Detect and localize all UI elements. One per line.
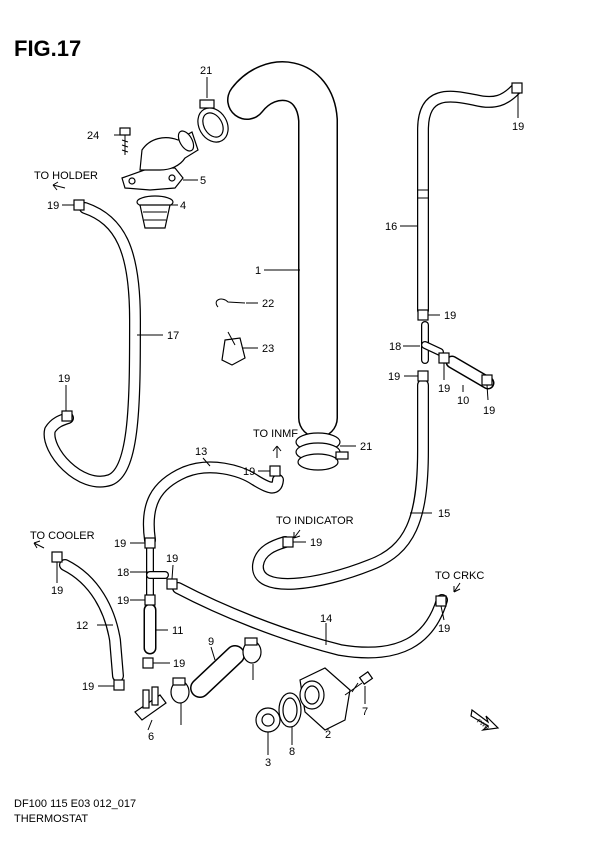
- label-part-19: 19: [438, 623, 450, 635]
- callout-to-holder: TO HOLDER: [34, 170, 98, 182]
- label-part-6: 6: [148, 731, 154, 743]
- label-part-11: 11: [172, 625, 183, 637]
- label-part-15: 15: [438, 508, 450, 520]
- label-part-19: 19: [483, 405, 495, 417]
- callout-to-crkc: TO CRKC: [435, 570, 484, 582]
- clamp-20-left: [170, 677, 190, 704]
- label-part-19: 19: [58, 373, 70, 385]
- label-part-7: 7: [362, 706, 368, 718]
- label-part-10: 10: [457, 395, 469, 407]
- label-part-19: 19: [82, 681, 94, 693]
- label-part-19: 19: [166, 553, 178, 565]
- label-part-3: 3: [265, 757, 271, 769]
- label-part-17: 17: [167, 330, 179, 342]
- clamp-20-right: [242, 637, 262, 664]
- bolt-7: [344, 671, 374, 696]
- label-part-22: 22: [262, 298, 274, 310]
- label-part-9: 9: [208, 636, 214, 648]
- footer-model-code: DF100 115 E03 012_017: [14, 798, 137, 810]
- joint-6: [134, 686, 167, 721]
- label-part-19: 19: [512, 121, 524, 133]
- clamp-21-top: [197, 99, 229, 143]
- clamp-21-bottom: [295, 432, 349, 471]
- label-part-19: 19: [310, 537, 322, 549]
- label-part-19: 19: [438, 383, 450, 395]
- label-part-21-top: 21: [200, 65, 212, 77]
- label-part-16: 16: [385, 221, 397, 233]
- label-part-23: 23: [262, 343, 274, 355]
- figure-title: FIG.17: [14, 36, 82, 61]
- label-part-8: 8: [289, 746, 295, 758]
- label-part-14: 14: [320, 613, 332, 625]
- hose-clamps-19: [51, 82, 523, 691]
- fwd-arrow-icon: [470, 708, 500, 731]
- label-part-19: 19: [243, 466, 255, 478]
- footer-figure-name: THERMOSTAT: [14, 813, 89, 825]
- thermostat-cover-5: [121, 130, 199, 191]
- label-part-19: 19: [117, 595, 129, 607]
- label-part-18-right: 18: [389, 341, 401, 353]
- label-part-24: 24: [87, 130, 99, 142]
- part-number-labels: 21 24 5 4 1 22 23 17 16 18 10 21 13 15 1…: [30, 65, 524, 769]
- direction-arrows: [33, 181, 461, 593]
- housing-2: [299, 667, 351, 731]
- callout-to-indicator: TO INDICATOR: [276, 515, 354, 527]
- leader-lines: [56, 77, 519, 755]
- label-part-19: 19: [114, 538, 126, 550]
- label-part-13: 13: [195, 446, 207, 458]
- label-part-19: 19: [173, 658, 185, 670]
- bolt-24: [119, 127, 131, 155]
- clamp-23: [221, 331, 246, 366]
- label-part-21-bottom: 21: [360, 441, 372, 453]
- label-part-1: 1: [255, 265, 261, 277]
- thermostat-4: [136, 195, 174, 229]
- label-part-19: 19: [444, 310, 456, 322]
- clip-22: [215, 298, 246, 308]
- label-part-12: 12: [76, 620, 88, 632]
- label-part-19: 19: [47, 200, 59, 212]
- label-part-19: 19: [388, 371, 400, 383]
- label-part-2: 2: [325, 729, 331, 741]
- hose-16: [417, 84, 521, 316]
- label-part-5: 5: [200, 175, 206, 187]
- label-part-4: 4: [180, 200, 186, 212]
- label-part-19: 19: [51, 585, 63, 597]
- label-part-18-left: 18: [117, 567, 129, 579]
- cap-3: [255, 707, 281, 733]
- callout-to-cooler: TO COOLER: [30, 530, 95, 542]
- o-ring-8: [278, 692, 302, 728]
- callout-to-inmf: TO INMF: [253, 428, 298, 440]
